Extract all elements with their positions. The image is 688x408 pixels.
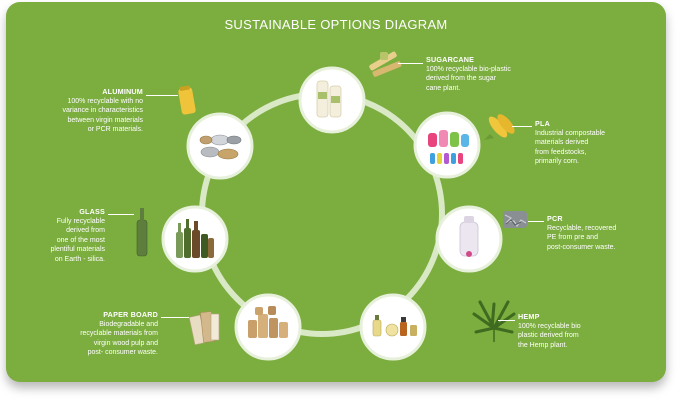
diagram-title: SUSTAINABLE OPTIONS DIAGRAM <box>224 17 448 32</box>
aluminum-description: 100% recyclable with no variance in char… <box>62 97 143 134</box>
pcr-label: PCR Recyclable, recovered PE from pre an… <box>547 214 657 252</box>
node-glass <box>161 205 229 273</box>
corn-icon <box>484 114 515 140</box>
glass-name: GLASS <box>79 207 105 216</box>
sugarcane-leader <box>398 63 423 64</box>
hemp-leaf-icon <box>472 300 516 342</box>
small-bottles-icon <box>372 315 417 337</box>
diagram-panel: SUSTAINABLE OPTIONS DIAGRAM <box>6 2 666 382</box>
lotion-tubes-icon <box>316 80 342 118</box>
plastic-bottles-icon <box>428 130 469 164</box>
pcr-name: PCR <box>547 214 563 223</box>
pcr-description: Recyclable, recovered PE from pre and po… <box>547 224 617 251</box>
pla-name: PLA <box>535 119 550 128</box>
pcr-bottle-icon <box>459 216 479 257</box>
aluminum-tins-icon <box>199 134 242 160</box>
paper-board-description: Biodegradable and recyclable materials f… <box>80 320 158 357</box>
paper-tubes-icon <box>248 306 288 338</box>
node-sugarcane <box>298 66 366 134</box>
node-paper-board <box>234 293 302 361</box>
glass-label: GLASS Fully recyclable derived from one … <box>6 207 105 264</box>
hemp-name: HEMP <box>518 312 540 321</box>
shredded-plastic-icon <box>503 211 527 228</box>
pla-description: Industrial compostable materials derived… <box>535 129 606 166</box>
paper-board-leader <box>161 317 189 318</box>
sugarcane-description: 100% recyclable bio-plastic derived from… <box>426 65 511 92</box>
aluminum-label: ALUMINUM 100% recyclable with no varianc… <box>24 87 143 135</box>
sugarcane-stalks-icon <box>369 51 402 77</box>
aluminum-name: ALUMINUM <box>102 87 143 96</box>
pla-label: PLA Industrial compostable materials der… <box>535 119 645 167</box>
hemp-description: 100% recyclable bio plastic derived from… <box>518 322 581 349</box>
hemp-label: HEMP 100% recyclable bio plastic derived… <box>518 312 628 350</box>
aluminum-leader <box>146 95 178 96</box>
paper-board-name: PAPER BOARD <box>103 310 158 319</box>
pcr-leader <box>528 221 544 222</box>
paper-board-label: PAPER BOARD Biodegradable and recyclable… <box>40 310 158 358</box>
cardboard-sheets-icon <box>188 311 220 346</box>
aluminum-can-icon <box>178 85 196 115</box>
pla-leader <box>512 126 532 127</box>
cycle-diagram <box>136 51 527 361</box>
node-pla <box>413 111 481 179</box>
node-hemp <box>359 293 427 361</box>
glass-description: Fully recyclable derived from one of the… <box>50 217 105 263</box>
hemp-leader <box>498 320 515 321</box>
sugarcane-name: SUGARCANE <box>426 55 475 64</box>
sugarcane-label: SUGARCANE 100% recyclable bio-plastic de… <box>426 55 556 93</box>
node-pcr <box>435 205 503 273</box>
glass-bottles-icon <box>176 219 214 258</box>
node-aluminum <box>186 112 254 180</box>
glass-bottle-icon <box>136 208 148 257</box>
glass-leader <box>108 214 134 215</box>
